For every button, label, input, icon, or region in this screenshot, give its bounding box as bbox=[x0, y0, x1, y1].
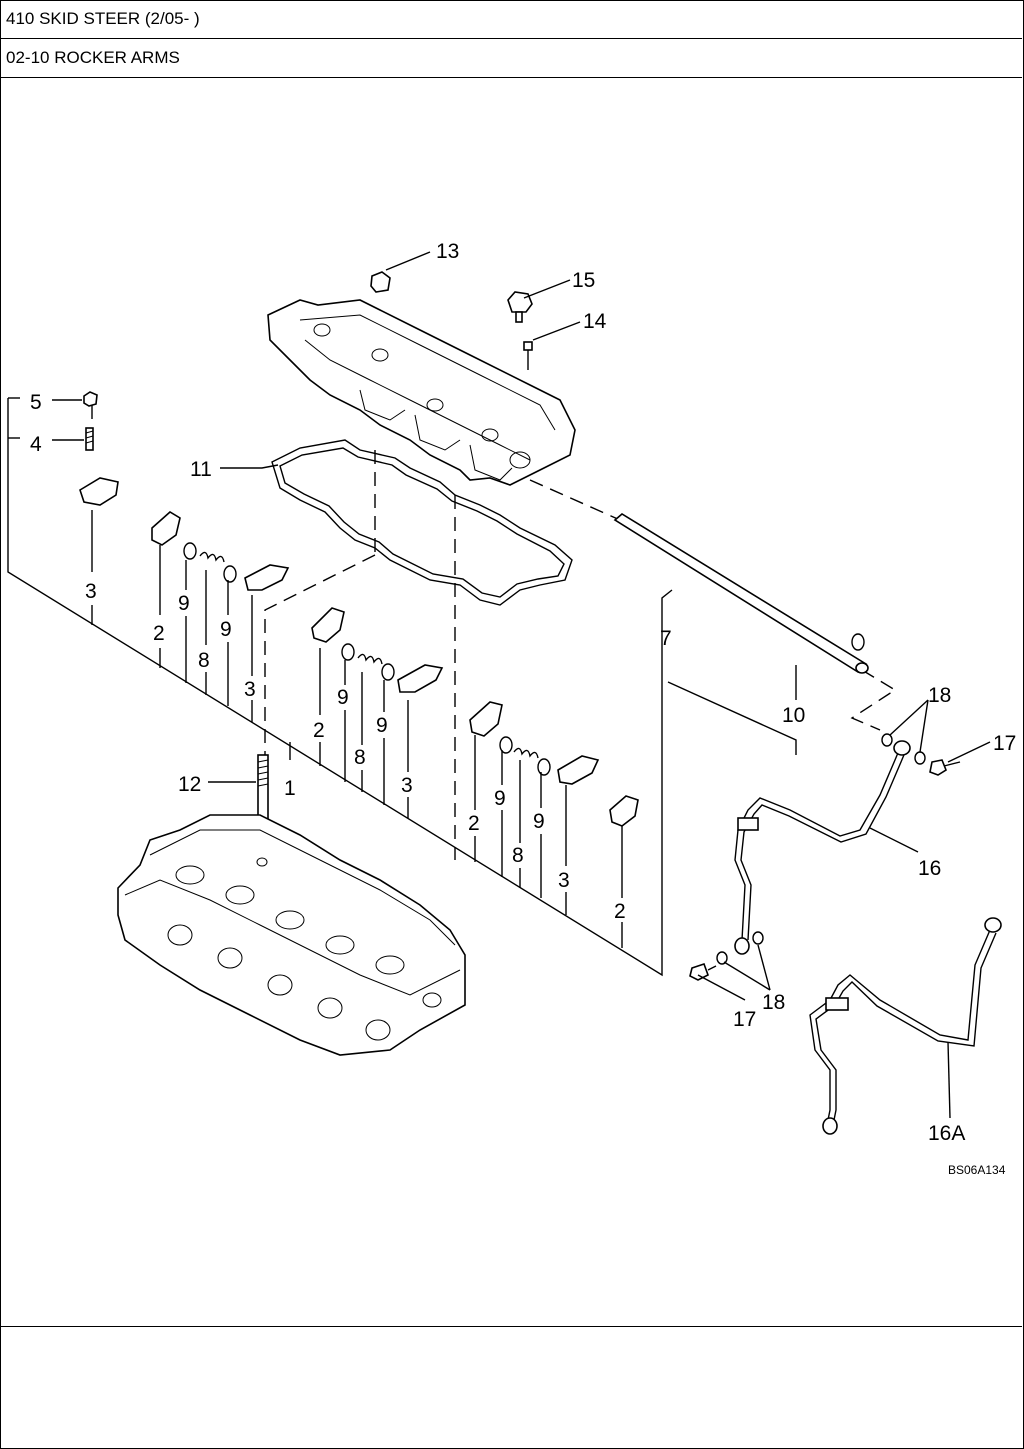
callout-18a: 18 bbox=[928, 684, 951, 707]
callout-9b: 9 bbox=[220, 618, 232, 641]
callout-2b: 2 bbox=[313, 719, 325, 742]
callout-10: 10 bbox=[782, 704, 805, 727]
callout-4: 4 bbox=[30, 433, 42, 456]
callout-16: 16 bbox=[918, 857, 941, 880]
header-model-row: 410 SKID STEER (2/05- ) bbox=[0, 0, 1022, 39]
section-title: 02-10 ROCKER ARMS bbox=[6, 48, 180, 67]
sensor-15-stem bbox=[515, 311, 523, 323]
rocker-cover bbox=[267, 299, 576, 486]
rocker-arms bbox=[79, 477, 639, 827]
bolt-14-head bbox=[523, 341, 533, 351]
callout-17b: 17 bbox=[733, 1008, 756, 1031]
callout-8b: 8 bbox=[354, 746, 366, 769]
callout-11: 11 bbox=[190, 458, 212, 481]
drawing-reference-code: BS06A134 bbox=[948, 1163, 1006, 1177]
sensor-15 bbox=[507, 291, 533, 313]
rocker-shaft bbox=[613, 513, 869, 674]
callout-3d: 3 bbox=[558, 869, 570, 892]
callout-16a: 16A bbox=[928, 1122, 965, 1145]
callout-7: 7 bbox=[660, 627, 672, 650]
callout-8c: 8 bbox=[512, 844, 524, 867]
callout-2a: 2 bbox=[153, 622, 165, 645]
cylinder-head bbox=[117, 814, 466, 1056]
rings-and-springs bbox=[183, 542, 551, 776]
callout-leaders bbox=[52, 251, 991, 1119]
assembly-leader-lines bbox=[7, 397, 797, 977]
callout-5: 5 bbox=[30, 391, 42, 414]
stud-and-nut bbox=[83, 391, 98, 451]
callout-12: 12 bbox=[178, 773, 201, 796]
callout-9e: 9 bbox=[494, 787, 506, 810]
callout-9d: 9 bbox=[376, 714, 388, 737]
footer-box bbox=[0, 1326, 1022, 1448]
callout-17a: 17 bbox=[993, 732, 1016, 755]
oil-pipe-16 bbox=[734, 740, 911, 955]
oil-pipe-16A bbox=[809, 917, 1002, 1135]
callout-1: 1 bbox=[284, 777, 296, 800]
callout-15: 15 bbox=[572, 269, 595, 292]
callout-3c: 3 bbox=[401, 774, 413, 797]
rocker-cover-gasket bbox=[271, 439, 573, 606]
callout-8a: 8 bbox=[198, 649, 210, 672]
callout-labels: 13 15 14 5 4 11 3 9 2 9 8 3 7 9 9 2 10 1… bbox=[30, 240, 1016, 1177]
callout-14: 14 bbox=[583, 310, 607, 333]
pipe-hardware-top bbox=[881, 733, 961, 776]
callout-2d: 2 bbox=[614, 900, 626, 923]
header-section-row: 02-10 ROCKER ARMS bbox=[0, 39, 1022, 78]
callout-9f: 9 bbox=[533, 810, 545, 833]
callout-13: 13 bbox=[436, 240, 459, 263]
nut-13 bbox=[370, 271, 391, 293]
callout-3b: 3 bbox=[244, 678, 256, 701]
pipe-hardware-bottom bbox=[689, 931, 764, 981]
callout-18b: 18 bbox=[762, 991, 785, 1014]
callout-2c: 2 bbox=[468, 812, 480, 835]
callout-3a: 3 bbox=[85, 580, 97, 603]
model-title: 410 SKID STEER (2/05- ) bbox=[6, 9, 200, 28]
callout-9a: 9 bbox=[178, 592, 190, 615]
callout-9c: 9 bbox=[337, 686, 349, 709]
